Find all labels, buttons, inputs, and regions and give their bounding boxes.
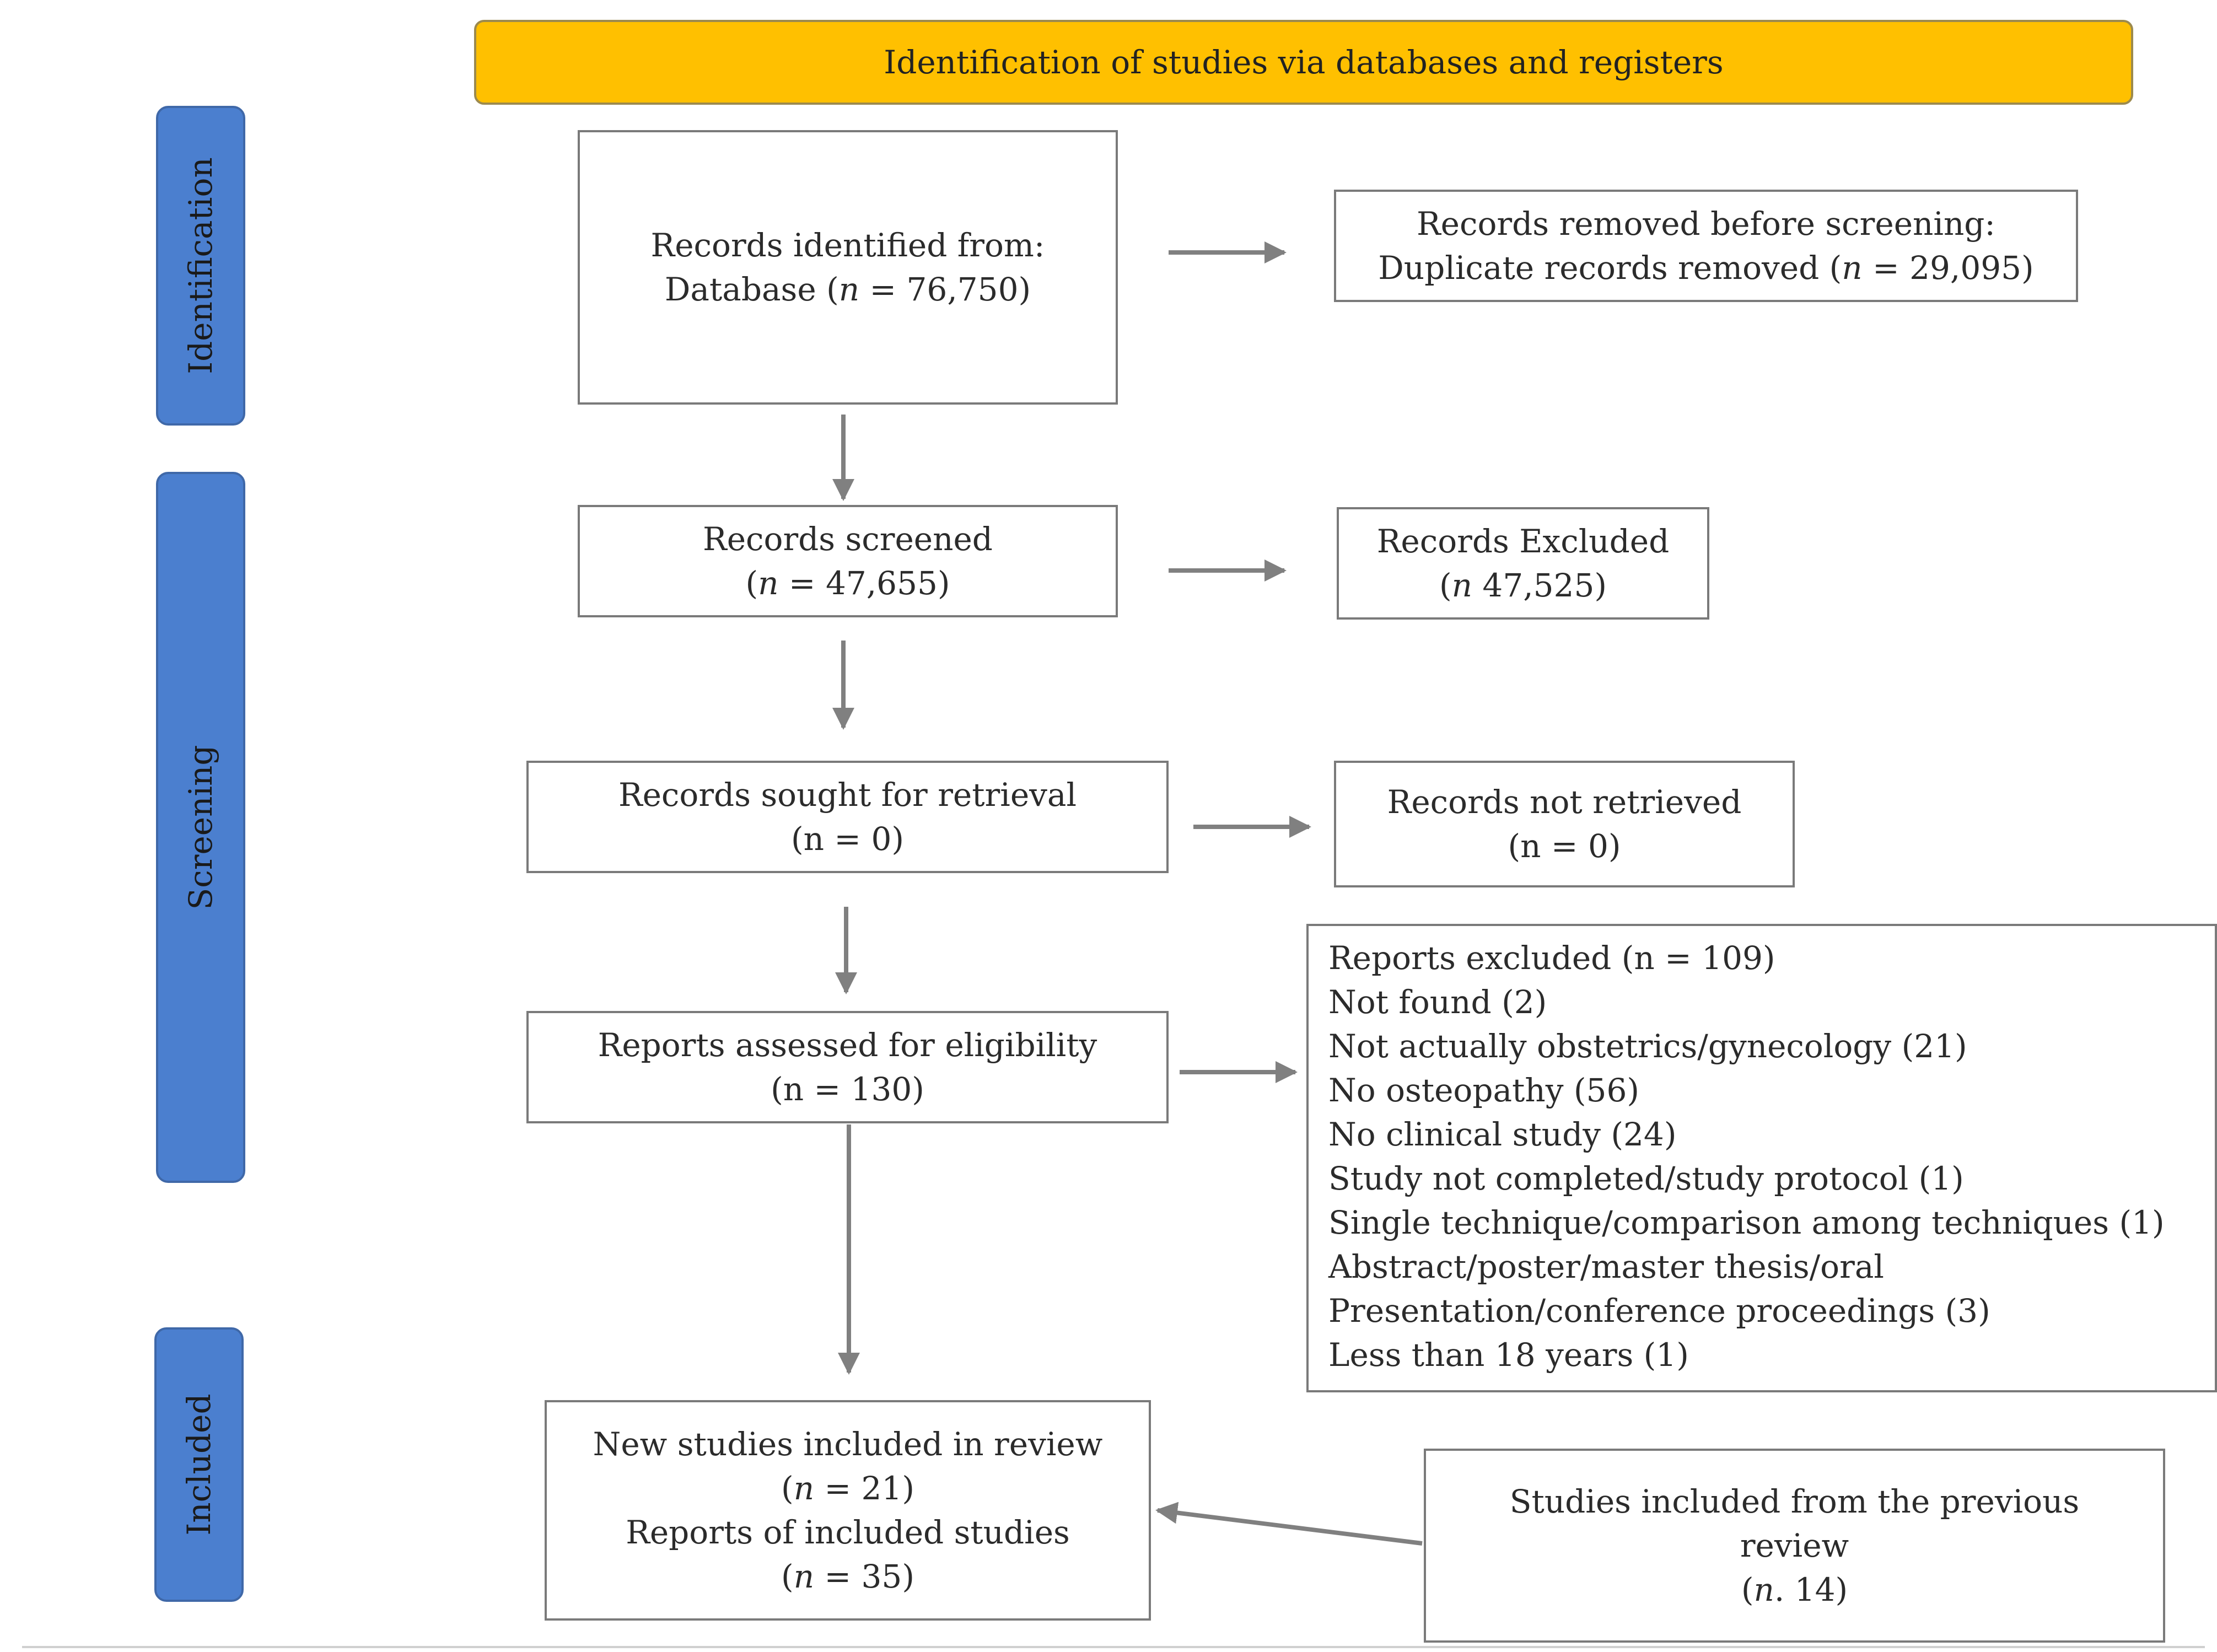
reports-assessed-box: Reports assessed for eligibility (n = 13…: [526, 1011, 1169, 1123]
reports-excluded-item: No clinical study (24): [1328, 1116, 1677, 1153]
records-identified-line1: Records identified from:: [650, 227, 1045, 264]
header-title-bar: Identification of studies via databases …: [474, 20, 2133, 105]
phase-screening: Screening: [156, 472, 245, 1183]
previous-review-line3: (n. 14): [1741, 1571, 1848, 1608]
records-screened-box: Records screened (n = 47,655): [578, 505, 1118, 617]
new-studies-line2: (n = 21): [781, 1470, 914, 1507]
reports-excluded-item: Not found (2): [1328, 983, 1547, 1021]
records-sought-line1: Records sought for retrieval: [618, 776, 1077, 814]
reports-excluded-item: Study not completed/study protocol (1): [1328, 1160, 1964, 1197]
reports-excluded-item: Reports excluded (n = 109): [1328, 939, 1775, 977]
previous-review-line1: Studies included from the previous: [1509, 1483, 2080, 1520]
new-studies-box: New studies included in review (n = 21) …: [545, 1400, 1151, 1621]
phase-identification: Identification: [156, 106, 245, 426]
records-screened-line2: (n = 47,655): [745, 564, 950, 602]
reports-excluded-box: Reports excluded (n = 109) Not found (2)…: [1306, 924, 2217, 1392]
phase-included: Included: [154, 1327, 244, 1602]
records-sought-box: Records sought for retrieval (n = 0): [526, 761, 1169, 873]
previous-review-box: Studies included from the previous revie…: [1424, 1449, 2165, 1643]
records-removed-line1: Records removed before screening:: [1417, 205, 1995, 243]
reports-excluded-item: Abstract/poster/master thesis/oral: [1328, 1248, 1884, 1285]
reports-assessed-line2: (n = 130): [771, 1070, 924, 1108]
records-identified-line2: Database (n = 76,750): [664, 271, 1031, 308]
records-removed-line2: Duplicate records removed (n = 29,095): [1378, 249, 2034, 287]
records-screened-line1: Records screened: [703, 520, 993, 558]
records-identified-box: Records identified from: Database (n = 7…: [578, 130, 1118, 405]
records-excluded-box: Records Excluded (n 47,525): [1337, 507, 1709, 620]
bottom-divider: [22, 1646, 2205, 1648]
new-studies-line3: Reports of included studies: [626, 1514, 1070, 1551]
reports-excluded-item: Less than 18 years (1): [1328, 1336, 1689, 1374]
records-not-retrieved-box: Records not retrieved (n = 0): [1334, 761, 1795, 887]
arrow-previous-to-included: [1155, 1502, 1423, 1546]
records-sought-line2: (n = 0): [791, 820, 904, 858]
previous-review-line2: review: [1740, 1527, 1849, 1564]
reports-excluded-item: Single technique/comparison among techni…: [1328, 1204, 2165, 1241]
records-excluded-line2: (n 47,525): [1439, 567, 1607, 604]
reports-excluded-item: No osteopathy (56): [1328, 1072, 1639, 1109]
reports-excluded-item: Not actually obstetrics/gynecology (21): [1328, 1027, 1967, 1065]
header-title: Identification of studies via databases …: [884, 44, 1724, 81]
records-not-retrieved-line2: (n = 0): [1508, 827, 1621, 865]
reports-assessed-line1: Reports assessed for eligibility: [598, 1026, 1097, 1064]
new-studies-line4: (n = 35): [781, 1558, 914, 1595]
records-removed-box: Records removed before screening: Duplic…: [1334, 190, 2078, 302]
records-excluded-line1: Records Excluded: [1376, 523, 1670, 560]
new-studies-line1: New studies included in review: [593, 1425, 1103, 1463]
records-not-retrieved-line1: Records not retrieved: [1387, 783, 1742, 821]
reports-excluded-item: Presentation/conference proceedings (3): [1328, 1292, 1990, 1330]
